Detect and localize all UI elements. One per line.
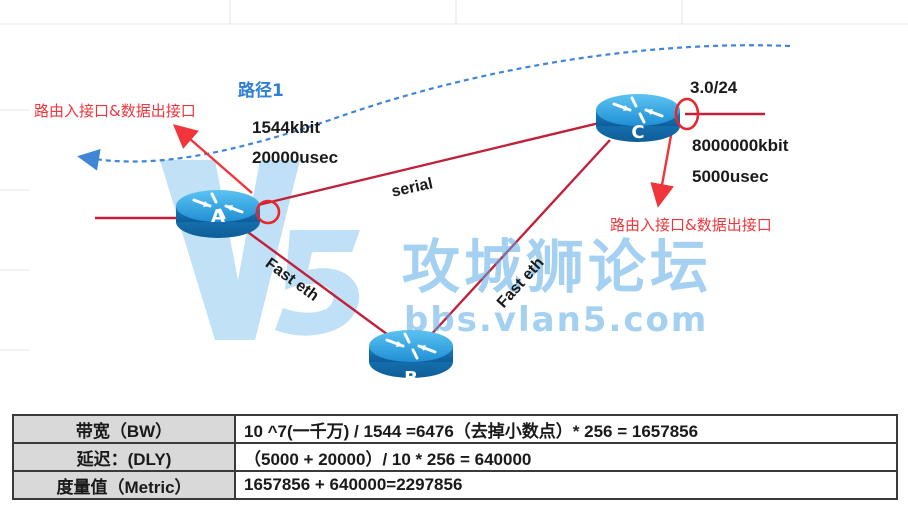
left-note-arrow bbox=[172, 124, 253, 194]
watermark-url: bbs.vlan5.com bbox=[404, 300, 709, 340]
router-b-label: B bbox=[404, 368, 418, 389]
path1-curve bbox=[77, 44, 791, 171]
interface-circle-a bbox=[255, 199, 281, 225]
delay-value: （5000 + 20000）/ 10 * 256 = 640000 bbox=[234, 442, 898, 472]
link-a-b bbox=[244, 229, 396, 341]
link-b-c bbox=[427, 139, 611, 339]
bandwidth-header: 带宽（BW） bbox=[12, 414, 236, 444]
network-diagram: A B C bbox=[77, 44, 791, 389]
bandwidth-value: 10 ^7(一千万) / 1544 =6476（去掉小数点）* 256 = 16… bbox=[234, 414, 898, 444]
table-row: 度量值（Metric） 1657856 + 640000=2297856 bbox=[12, 470, 898, 500]
left-interface-note: 路由入接口&数据出接口 bbox=[34, 102, 196, 120]
ac-bandwidth-label: 1544kbit bbox=[252, 118, 321, 137]
table-row: 带宽（BW） 10 ^7(一千万) / 1544 =6476（去掉小数点）* 2… bbox=[12, 414, 898, 444]
metric-header: 度量值（Metric） bbox=[12, 470, 236, 500]
metric-value: 1657856 + 640000=2297856 bbox=[234, 470, 898, 500]
delay-header: 延迟：(DLY) bbox=[12, 442, 236, 472]
watermark-title: 攻城狮论坛 bbox=[402, 233, 713, 301]
path-label: 路径1 bbox=[238, 81, 284, 101]
router-a-label: A bbox=[211, 206, 225, 227]
ac-delay-label: 20000usec bbox=[252, 148, 339, 167]
interface-circle-c bbox=[674, 97, 700, 131]
router-c-label: C bbox=[631, 122, 644, 143]
c-delay-label: 5000usec bbox=[692, 167, 769, 186]
right-note-arrow bbox=[650, 129, 674, 208]
background-grid bbox=[0, 0, 908, 351]
right-interface-note: 路由入接口&数据出接口 bbox=[610, 216, 772, 234]
link-a-c bbox=[257, 116, 621, 207]
network-label: 3.0/24 bbox=[690, 78, 738, 97]
metric-calculation-table: 带宽（BW） 10 ^7(一千万) / 1544 =6476（去掉小数点）* 2… bbox=[12, 414, 898, 500]
c-bandwidth-label: 8000000kbit bbox=[692, 136, 789, 155]
table-row: 延迟：(DLY) （5000 + 20000）/ 10 * 256 = 6400… bbox=[12, 442, 898, 472]
